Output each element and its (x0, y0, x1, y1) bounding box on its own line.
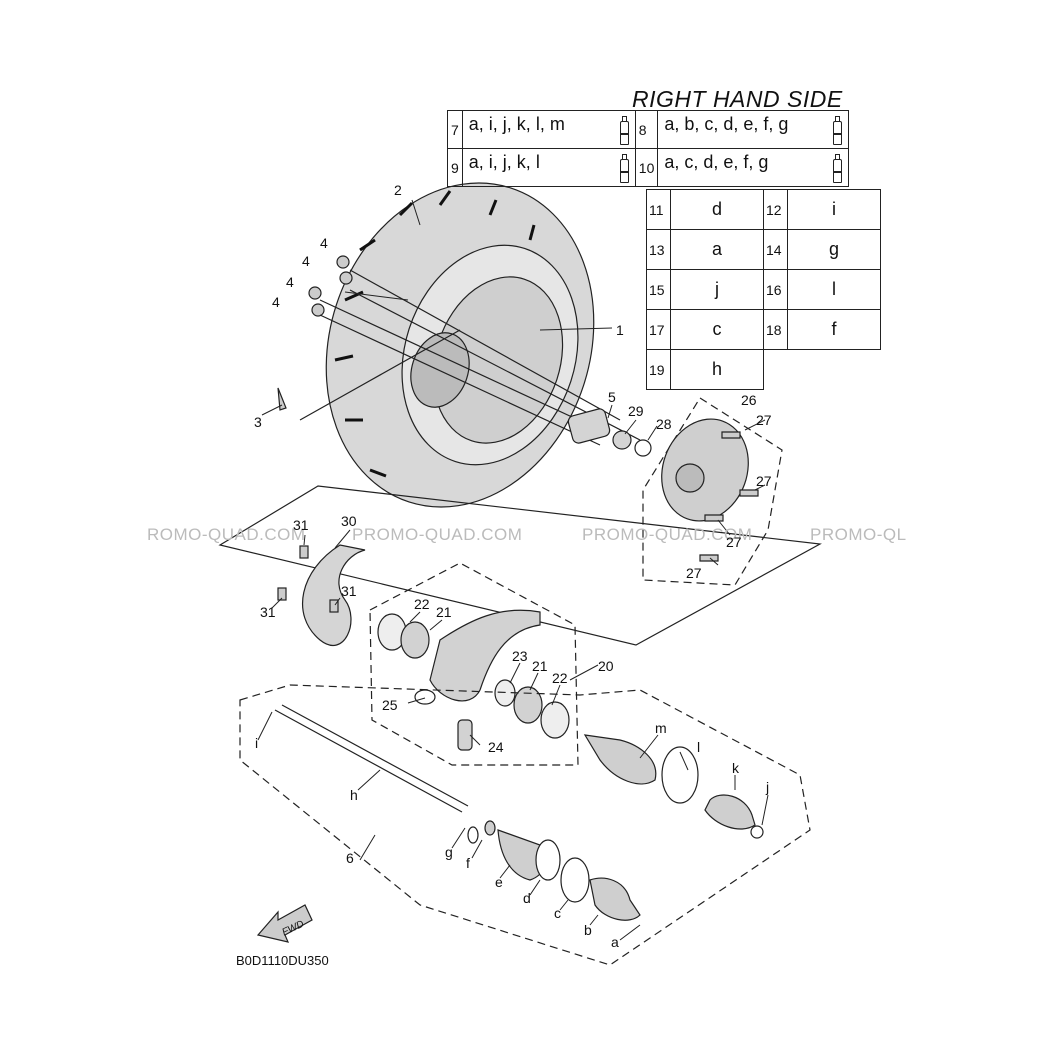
callout-label: 24 (488, 739, 504, 755)
callout-label: 27 (726, 534, 742, 550)
tube-icon (833, 154, 843, 183)
callout-label: 1 (616, 322, 624, 338)
tire-icon (325, 182, 595, 508)
callout-label: 29 (628, 403, 644, 419)
legend-num: 18 (763, 309, 788, 350)
watermark-text: PROMO-QL (810, 525, 907, 544)
callout-label: 20 (598, 658, 614, 674)
callout-label: 4 (272, 294, 280, 310)
diagram-title: RIGHT HAND SIDE (632, 86, 843, 112)
legend-items: a, b, c, d, e, f, g (657, 110, 850, 149)
part-code: B0D1110DU350 (236, 953, 329, 968)
callout-label: 5 (608, 389, 616, 405)
legend-table-top: 7 a, i, j, k, l, m 8 a, b, c, d, e, f, g… (447, 110, 850, 187)
cv-joint-icon (467, 734, 764, 921)
callout-label: 23 (512, 648, 528, 664)
legend-val: i (787, 189, 881, 230)
legend-items: a, i, j, k, l (461, 148, 636, 187)
callout-label: g (445, 844, 453, 860)
callout-label: 21 (532, 658, 548, 674)
legend-row: 9 a, i, j, k, l 10 a, c, d, e, f, g (447, 148, 850, 187)
legend-num: 16 (763, 269, 788, 310)
callout-label: a (611, 934, 619, 950)
watermark-text: ROMO-QUAD.COM (147, 525, 306, 544)
callout-label: 2 (394, 182, 402, 198)
legend-row: 7 a, i, j, k, l, m 8 a, b, c, d, e, f, g (447, 110, 850, 149)
legend-items: a, i, j, k, l, m (461, 110, 636, 149)
callout-label: 21 (436, 604, 452, 620)
legend-val: h (670, 349, 764, 390)
valve-icon (277, 387, 287, 411)
callout-label: d (523, 890, 531, 906)
callout-label: 31 (260, 604, 276, 620)
legend-num: 14 (763, 229, 788, 270)
fwd-label: FWD (281, 919, 306, 939)
legend-row: 17 c 18 f (646, 309, 881, 350)
watermark-text: PROMO-QUAD.COM (352, 525, 523, 544)
callout-label: 22 (414, 596, 430, 612)
callout-label: h (350, 787, 358, 803)
legend-row: 13 a 14 g (646, 229, 881, 270)
lug-nut-icon (308, 255, 353, 317)
callout-label: 30 (341, 513, 357, 529)
callout-label: 4 (302, 253, 310, 269)
callout-label: j (765, 779, 769, 795)
callout-label: k (732, 760, 740, 776)
callout-label: 4 (320, 235, 328, 251)
callout-label: l (697, 739, 700, 755)
callout-label: 27 (756, 412, 772, 428)
legend-table-grid: 11 d 12 i 13 a 14 g 15 j 16 l 17 c 18 f … (646, 189, 881, 390)
callout-label: 27 (756, 473, 772, 489)
knuckle-icon (377, 609, 570, 751)
callout-label: c (554, 905, 561, 921)
legend-items: a, c, d, e, f, g (657, 148, 850, 187)
callout-label: 3 (254, 414, 262, 430)
callout-label: b (584, 922, 592, 938)
tube-icon (619, 116, 629, 145)
callout-label: 27 (686, 565, 702, 581)
brake-disc-icon (302, 544, 366, 647)
tube-icon (619, 154, 629, 183)
hub-icon (661, 418, 749, 522)
legend-val: f (787, 309, 881, 350)
callout-label: 6 (346, 850, 354, 866)
watermark-text: PROMO-QUAD.COM (582, 525, 753, 544)
legend-num: 15 (646, 269, 671, 310)
callout-label: 28 (656, 416, 672, 432)
legend-row: 11 d 12 i (646, 189, 881, 230)
legend-val: c (670, 309, 764, 350)
callout-label: 31 (293, 517, 309, 533)
callout-label: m (655, 720, 667, 736)
callout-label: i (255, 735, 258, 751)
legend-num: 13 (646, 229, 671, 270)
tube-icon (833, 116, 843, 145)
callout-label: 31 (341, 583, 357, 599)
fwd-arrow-icon (256, 904, 313, 943)
callout-label: 25 (382, 697, 398, 713)
legend-num: 12 (763, 189, 788, 230)
callout-label: e (495, 874, 503, 890)
callout-label: f (466, 855, 470, 871)
callout-label: 26 (741, 392, 757, 408)
legend-val: g (787, 229, 881, 270)
callout-label: 22 (552, 670, 568, 686)
legend-num: 17 (646, 309, 671, 350)
legend-row: 19 h (646, 349, 881, 390)
callout-label: 4 (286, 274, 294, 290)
legend-val: l (787, 269, 881, 310)
spacer-icon (567, 408, 652, 457)
